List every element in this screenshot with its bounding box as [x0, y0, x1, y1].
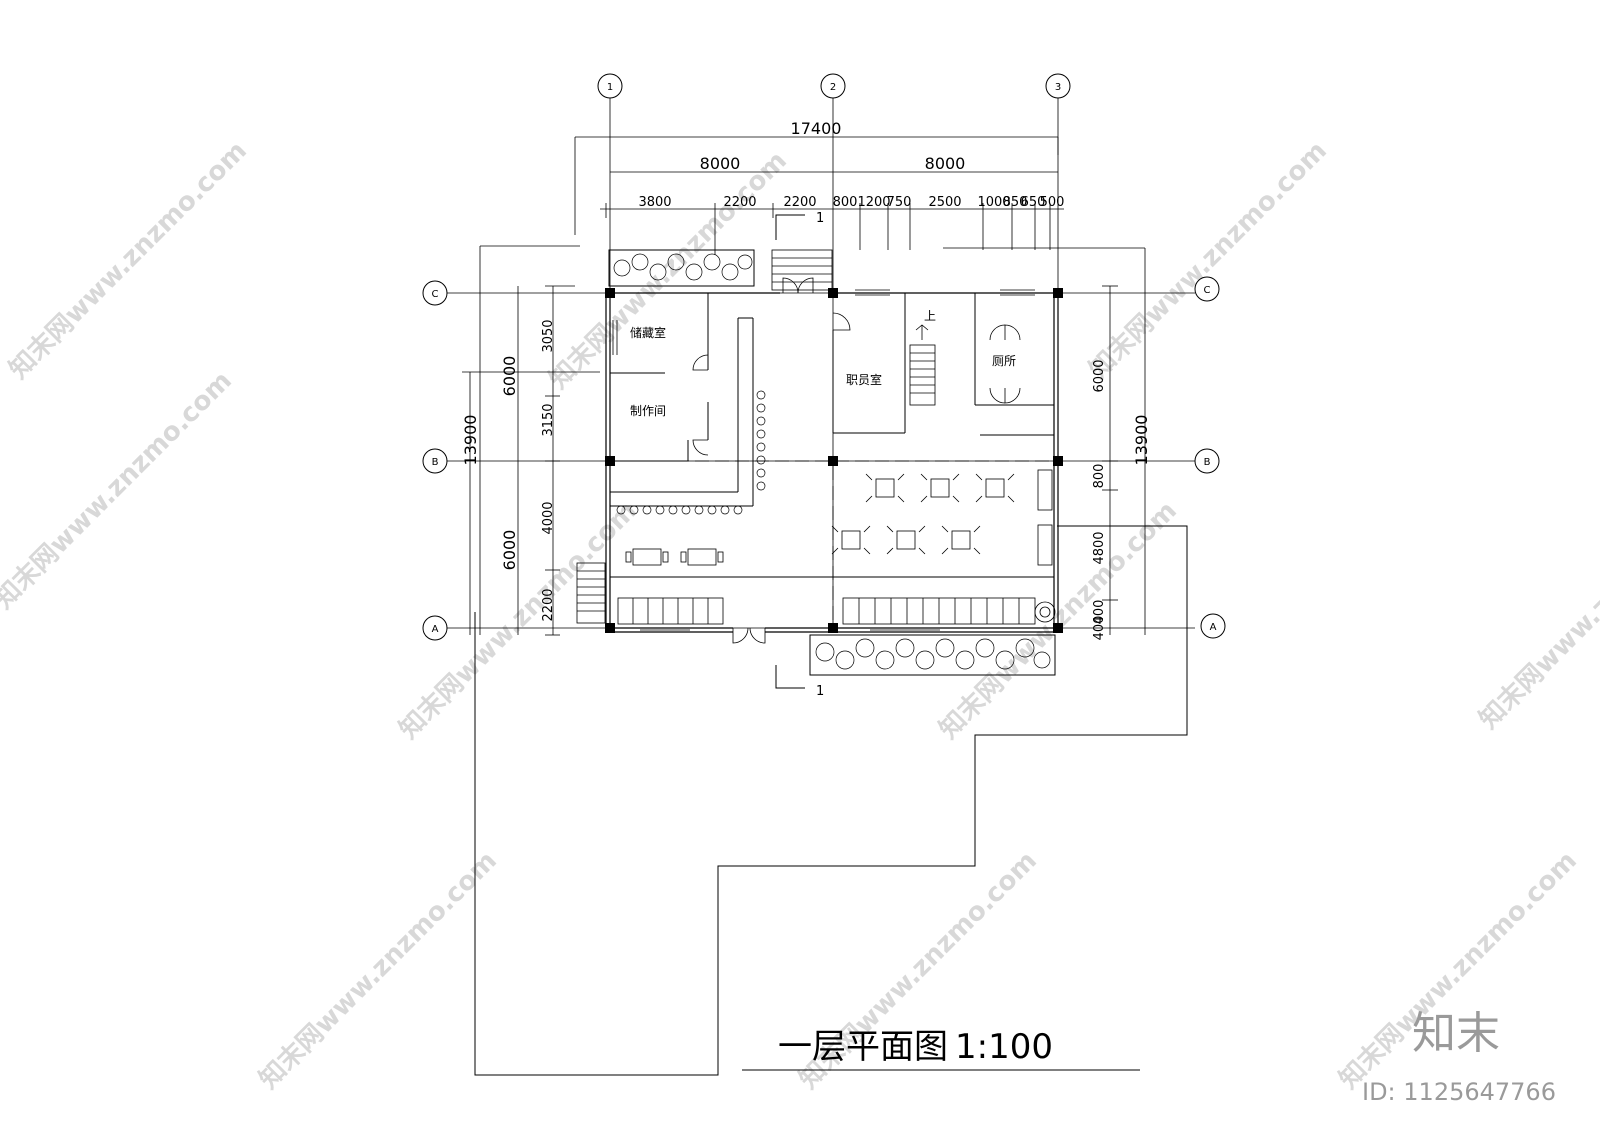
dim-segment: 650 [1021, 195, 1046, 210]
axis-label-3: 3 [1055, 82, 1061, 93]
axis-label-a-right: A [1210, 622, 1217, 633]
dim-overall-depth-left: 13900 [461, 415, 480, 466]
dim-left-bay-2: 6000 [500, 530, 519, 571]
top-dimension-lines [479, 136, 1145, 635]
section-mark-bottom: 1 [816, 684, 824, 699]
stairs [576, 249, 936, 624]
dim-right-segment: 4800 [1092, 531, 1107, 564]
dim-segment: 500 [1040, 195, 1065, 210]
room-label-production: 制作间 [630, 404, 666, 418]
dim-right-segment: 400 [1092, 616, 1107, 641]
section-marks [775, 214, 805, 689]
left-dimension-lines [462, 285, 600, 636]
dim-segment: 800 [833, 195, 858, 210]
axis-bubbles-top: 1 2 3 [597, 73, 1071, 99]
dim-segment: 3800 [638, 195, 671, 210]
right-dimension-lines [1102, 248, 1146, 635]
dim-overall-width: 17400 [791, 119, 842, 138]
dim-left-segment: 3050 [541, 319, 556, 352]
dim-segment: 850 [1003, 195, 1028, 210]
dim-right-segment: 800 [1092, 464, 1107, 489]
exterior-walls [605, 292, 1059, 633]
dim-overall-depth-right: 13900 [1132, 415, 1151, 466]
dim-segment: 2500 [928, 195, 961, 210]
dim-left-segment: 3150 [541, 403, 556, 436]
bench-seats [617, 469, 1056, 625]
site-boundary [474, 525, 1188, 1076]
room-label-storage: 储藏室 [630, 325, 666, 340]
dim-left-segment: 4000 [541, 501, 556, 534]
drawing-title: 一层平面图 [778, 1027, 948, 1067]
windows [612, 289, 1035, 631]
dim-right-segment: 400 [1092, 600, 1107, 625]
axis-label-c-left: C [432, 289, 439, 300]
room-label-toilet: 厕所 [992, 354, 1016, 368]
dim-left-bay-1: 6000 [500, 356, 519, 397]
dim-segment: 1000 [977, 195, 1010, 210]
section-mark-top: 1 [816, 211, 824, 226]
brand-logo: 知末 [1412, 1008, 1500, 1059]
axis-label-c-right: C [1204, 285, 1211, 296]
dim-right-bay: 6000 [1092, 359, 1107, 392]
dim-segment: 1200 [857, 195, 890, 210]
bar-stools [616, 390, 766, 515]
axis-label-b-left: B [432, 457, 439, 468]
image-id: ID: 1125647766 [1362, 1078, 1556, 1106]
dim-segment: 2200 [783, 195, 816, 210]
axis-bubbles-side: C B A C B A [422, 276, 1226, 641]
room-label-staff: 职员室 [846, 372, 882, 387]
axis-label-a-left: A [432, 624, 439, 635]
dashed-lines [615, 460, 1053, 623]
dim-segment: 750 [887, 195, 912, 210]
dining-tables [625, 473, 1015, 566]
axis-label-b-right: B [1204, 457, 1211, 468]
drawing-scale: 1:100 [955, 1027, 1053, 1067]
dim-bay-2: 8000 [925, 154, 966, 173]
axis-label-2: 2 [830, 82, 836, 93]
dim-left-segment: 2200 [541, 588, 556, 621]
dim-segment: 2200 [723, 195, 756, 210]
dim-bay-1: 8000 [700, 154, 741, 173]
doors [692, 277, 1021, 644]
planting-beds [608, 249, 1056, 676]
stair-up-label: 上 [924, 309, 936, 323]
axis-label-1: 1 [607, 82, 613, 93]
